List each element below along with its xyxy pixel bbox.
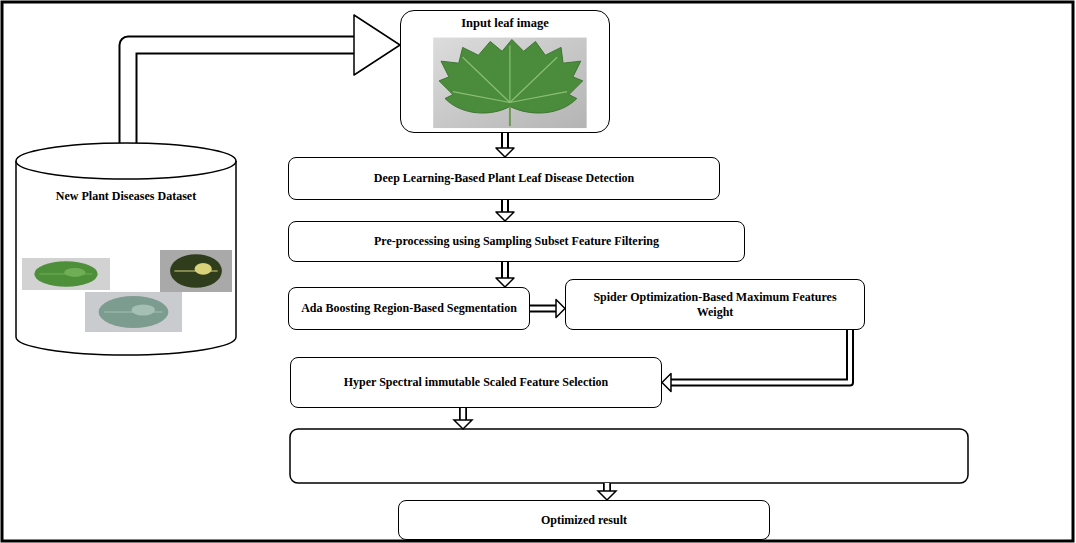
node-label: Pre-processing using Sampling Subset Fea… [374,234,659,248]
process-box: Pre-processing using Sampling Subset Fea… [288,221,745,262]
node-label: Hyper Spectral immutable Scaled Feature … [344,375,609,389]
hollow-arrow [598,483,616,500]
leaf-thumbnail [85,292,182,332]
cylinder-outline [15,143,237,355]
process-box: Ada Boosting Region-Based Segmentation [288,287,530,330]
node-label: New Plant Diseases Dataset [56,189,196,203]
hollow-arrow [128,15,400,145]
leaf-thumbnail [160,250,232,292]
input-image-box: Input leaf image [400,10,610,133]
node-label: Spider Optimization-Based Maximum Featur… [576,290,854,319]
empty-box [290,429,968,483]
hollow-arrow [496,200,514,221]
hollow-arrow [496,133,514,157]
hollow-arrow [530,300,565,318]
node-label: Deep Learning-Based Plant Leaf Disease D… [374,171,634,185]
node-label: Ada Boosting Region-Based Segmentation [301,301,517,315]
node-label: Optimized result [541,513,627,527]
result-box: Optimized result [398,500,770,540]
hollow-arrow [662,330,850,392]
hollow-arrow [496,262,514,287]
node-label: Input leaf image [461,16,549,31]
leaf-thumbnail [22,258,110,290]
process-box: Deep Learning-Based Plant Leaf Disease D… [288,157,720,200]
process-box: Hyper Spectral immutable Scaled Feature … [290,357,662,408]
dataset-cylinder: New Plant Diseases Dataset [15,143,237,355]
process-box: Spider Optimization-Based Maximum Featur… [565,279,865,330]
hollow-arrow [454,408,472,429]
